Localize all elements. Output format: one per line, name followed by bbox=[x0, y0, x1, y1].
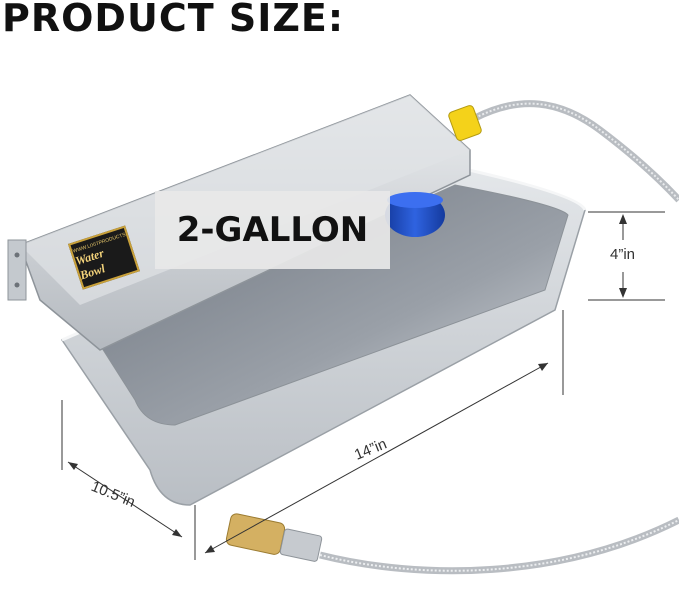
height-dimension: 4”in bbox=[610, 246, 636, 263]
capacity-badge: 2-GALLON bbox=[155, 191, 390, 269]
yellow-fitting bbox=[448, 105, 482, 141]
brass-connector bbox=[225, 513, 323, 562]
capacity-text: 2-GALLON bbox=[176, 210, 369, 250]
hose-bottom bbox=[319, 516, 679, 575]
mounting-bracket bbox=[7, 239, 27, 301]
tray-basin bbox=[99, 184, 569, 426]
page-title: PRODUCT SIZE: bbox=[2, 0, 345, 40]
